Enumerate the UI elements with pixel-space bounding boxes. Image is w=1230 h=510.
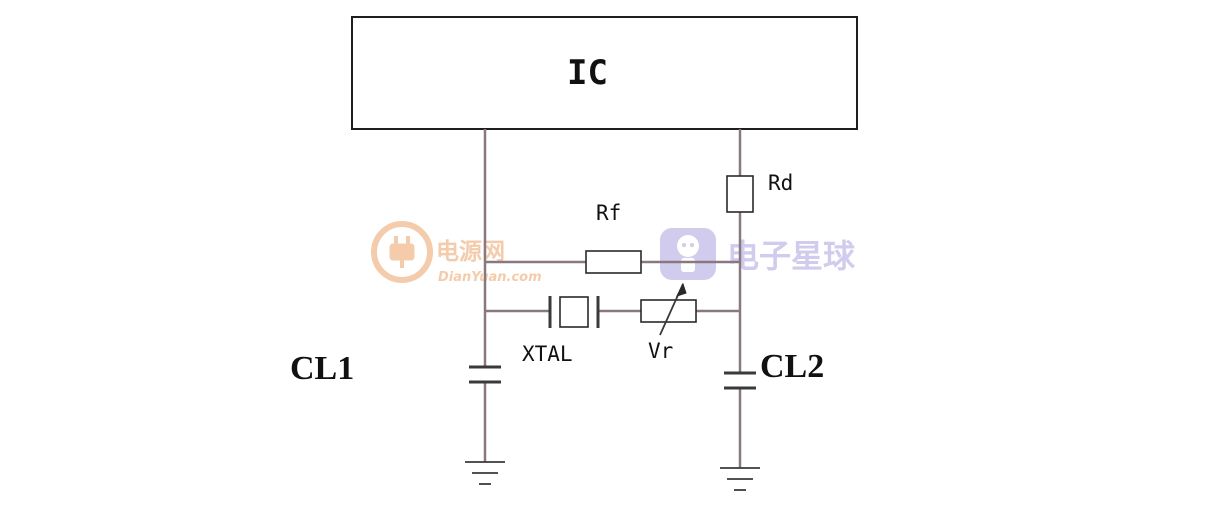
cl2-capacitor	[724, 371, 756, 390]
rf-resistor	[585, 250, 642, 274]
vr-variable-resistor	[640, 282, 697, 336]
watermark-dianzixingqiu: 电子星球	[660, 228, 856, 280]
ground-left-icon	[465, 461, 505, 485]
vr-label: Vr	[648, 339, 673, 363]
ic-block	[351, 16, 858, 130]
cl1-label: CL1	[290, 350, 354, 387]
watermark-left-cn: 电源网	[436, 239, 505, 265]
ic-label: IC	[567, 53, 608, 93]
dianyuan-logo-icon	[371, 221, 433, 283]
rd-label: Rd	[768, 171, 793, 195]
watermark-right-cn: 电子星球	[727, 237, 856, 275]
cl2-label: CL2	[760, 348, 824, 385]
rf-label: Rf	[596, 201, 621, 225]
plug-icon	[389, 236, 415, 268]
wires	[483, 129, 742, 468]
arrow-head-icon	[676, 282, 687, 297]
cl1-capacitor	[469, 365, 501, 384]
watermark-dianyuan: 电源网 DianYuan.com	[371, 221, 542, 285]
ground-right-icon	[720, 467, 760, 491]
rd-resistor	[726, 175, 754, 213]
xtal-crystal	[548, 296, 600, 328]
watermark-left-en: DianYuan.com	[438, 270, 542, 285]
xtal-label: XTAL	[522, 342, 573, 366]
